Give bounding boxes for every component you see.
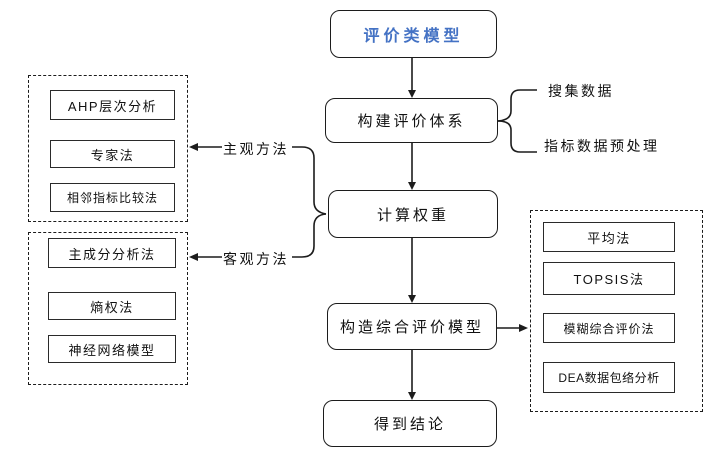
method-box-dea: DEA数据包络分析 bbox=[543, 362, 675, 393]
method-box-ahp-label: AHP层次分析 bbox=[67, 98, 158, 114]
method-box-adjacent-compare-label: 相邻指标比较法 bbox=[66, 191, 158, 205]
subjective-methods-group bbox=[28, 75, 188, 222]
method-box-fuzzy-evaluation: 模糊综合评价法 bbox=[543, 313, 675, 343]
flow-box-conclusion: 得到结论 bbox=[323, 400, 497, 447]
arrow-subjective-to-group bbox=[189, 143, 222, 151]
flow-box-title: 评价类模型 bbox=[330, 10, 497, 58]
objective-methods-group bbox=[28, 232, 188, 385]
method-box-topsis: TOPSIS法 bbox=[543, 262, 675, 295]
flow-box-build-system-label: 构建评价体系 bbox=[357, 113, 466, 130]
arrow-build-model-to-conclusion bbox=[408, 350, 416, 400]
method-box-average-label: 平均法 bbox=[587, 230, 631, 246]
label-objective-method: 客观方法 bbox=[223, 251, 289, 267]
method-box-neural-network-label: 神经网络模型 bbox=[68, 342, 156, 358]
flow-box-title-label: 评价类模型 bbox=[363, 28, 464, 45]
evaluation-methods-group bbox=[530, 210, 703, 412]
label-subjective-method: 主观方法 bbox=[223, 141, 289, 157]
flow-box-build-system: 构建评价体系 bbox=[325, 98, 498, 143]
method-box-entropy: 熵权法 bbox=[48, 292, 176, 320]
arrow-title-to-build-system bbox=[408, 58, 416, 98]
method-box-neural-network: 神经网络模型 bbox=[48, 335, 176, 363]
flow-box-build-model-label: 构造综合评价模型 bbox=[339, 319, 484, 336]
arrow-objective-to-group bbox=[189, 253, 222, 261]
method-box-entropy-label: 熵权法 bbox=[90, 299, 134, 315]
method-box-fuzzy-evaluation-label: 模糊综合评价法 bbox=[563, 321, 655, 336]
arrow-calc-weights-to-build-model bbox=[408, 238, 416, 303]
flow-box-calc-weights: 计算权重 bbox=[328, 190, 498, 238]
flow-box-build-model: 构造综合评价模型 bbox=[327, 303, 497, 350]
arrow-build-model-to-evaluation-methods bbox=[497, 324, 528, 332]
method-box-expert: 专家法 bbox=[50, 140, 175, 168]
method-box-adjacent-compare: 相邻指标比较法 bbox=[50, 183, 175, 212]
flow-box-conclusion-label: 得到结论 bbox=[373, 416, 446, 433]
method-box-topsis-label: TOPSIS法 bbox=[573, 272, 645, 287]
flow-box-calc-weights-label: 计算权重 bbox=[376, 206, 449, 224]
method-box-dea-label: DEA数据包络分析 bbox=[558, 371, 660, 385]
method-box-expert-label: 专家法 bbox=[90, 147, 135, 163]
method-box-pca: 主成分分析法 bbox=[48, 238, 176, 268]
method-box-average: 平均法 bbox=[543, 222, 675, 252]
label-collect-data: 搜集数据 bbox=[548, 83, 614, 99]
brace-weight-methods bbox=[292, 146, 327, 258]
arrow-build-system-to-calc-weights bbox=[408, 143, 416, 190]
brace-system-steps bbox=[497, 89, 537, 153]
method-box-ahp: AHP层次分析 bbox=[50, 90, 175, 120]
method-box-pca-label: 主成分分析法 bbox=[68, 246, 156, 262]
label-data-preprocessing: 指标数据预处理 bbox=[544, 138, 660, 154]
